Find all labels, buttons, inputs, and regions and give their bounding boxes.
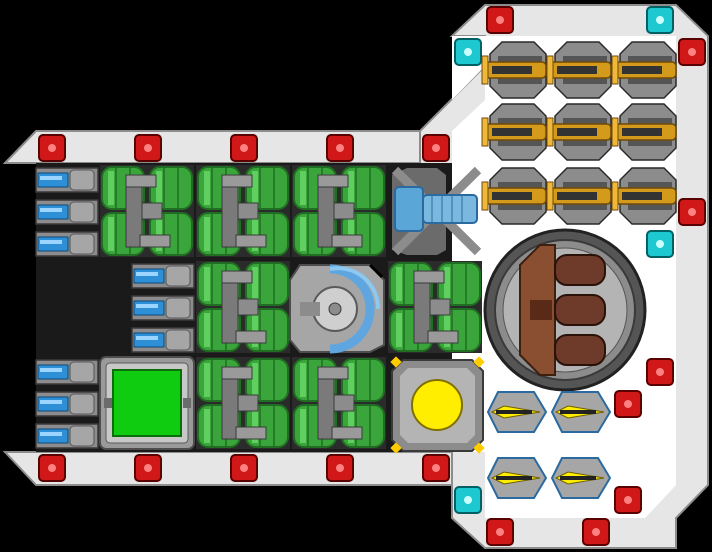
cyan-status-light [646, 6, 674, 34]
gold-turret[interactable] [611, 41, 677, 99]
thruster-group [35, 167, 195, 449]
thruster[interactable] [35, 231, 99, 257]
fuel-tank-cluster[interactable] [196, 261, 290, 353]
gold-turret[interactable] [611, 103, 677, 161]
tank-group [100, 165, 482, 449]
red-warning-light [134, 134, 162, 162]
fuel-tank-cluster[interactable] [388, 261, 482, 353]
red-warning-light [38, 134, 66, 162]
main-cargo-engine[interactable] [483, 228, 647, 392]
red-warning-light [678, 198, 706, 226]
thruster[interactable] [35, 391, 99, 417]
red-warning-light [486, 6, 514, 34]
red-warning-light [614, 486, 642, 514]
red-warning-light [422, 134, 450, 162]
cyan-status-light [646, 230, 674, 258]
thruster[interactable] [35, 359, 99, 385]
fuel-tank-cluster[interactable] [292, 357, 386, 449]
red-warning-light [134, 454, 162, 482]
red-warning-light [326, 134, 354, 162]
gold-turret[interactable] [546, 103, 612, 161]
turret-group [481, 41, 677, 225]
red-warning-light [326, 454, 354, 482]
red-warning-light [230, 134, 258, 162]
missile-launcher[interactable] [486, 457, 548, 499]
cockpit-screen[interactable] [99, 356, 195, 450]
shield-generator[interactable] [289, 263, 385, 354]
missile-launcher[interactable] [550, 457, 612, 499]
laser-cannon[interactable] [391, 166, 482, 256]
cyan-status-light [454, 486, 482, 514]
gold-turret[interactable] [611, 167, 677, 225]
gold-turret[interactable] [481, 167, 547, 225]
red-warning-light [230, 454, 258, 482]
missile-launcher[interactable] [486, 391, 548, 433]
gold-turret[interactable] [546, 167, 612, 225]
thruster[interactable] [35, 423, 99, 449]
gold-turret[interactable] [481, 41, 547, 99]
red-warning-light [678, 38, 706, 66]
fuel-tank-cluster[interactable] [196, 165, 290, 257]
red-warning-light [38, 454, 66, 482]
red-warning-light [614, 390, 642, 418]
red-warning-light [422, 454, 450, 482]
thruster[interactable] [131, 295, 195, 321]
thruster[interactable] [131, 327, 195, 353]
red-warning-light [486, 518, 514, 546]
thruster[interactable] [35, 199, 99, 225]
fuel-tank-cluster[interactable] [292, 165, 386, 257]
gold-turret[interactable] [546, 41, 612, 99]
light-group [38, 6, 706, 546]
red-warning-light [582, 518, 610, 546]
missile-launcher[interactable] [550, 391, 612, 433]
thruster[interactable] [35, 167, 99, 193]
red-warning-light [646, 358, 674, 386]
missile-group [486, 391, 612, 499]
thruster[interactable] [131, 263, 195, 289]
gold-turret[interactable] [481, 103, 547, 161]
fuel-tank-cluster[interactable] [100, 165, 194, 257]
cyan-status-light [454, 38, 482, 66]
fuel-tank-cluster[interactable] [196, 357, 290, 449]
reactor-core[interactable] [390, 356, 485, 454]
